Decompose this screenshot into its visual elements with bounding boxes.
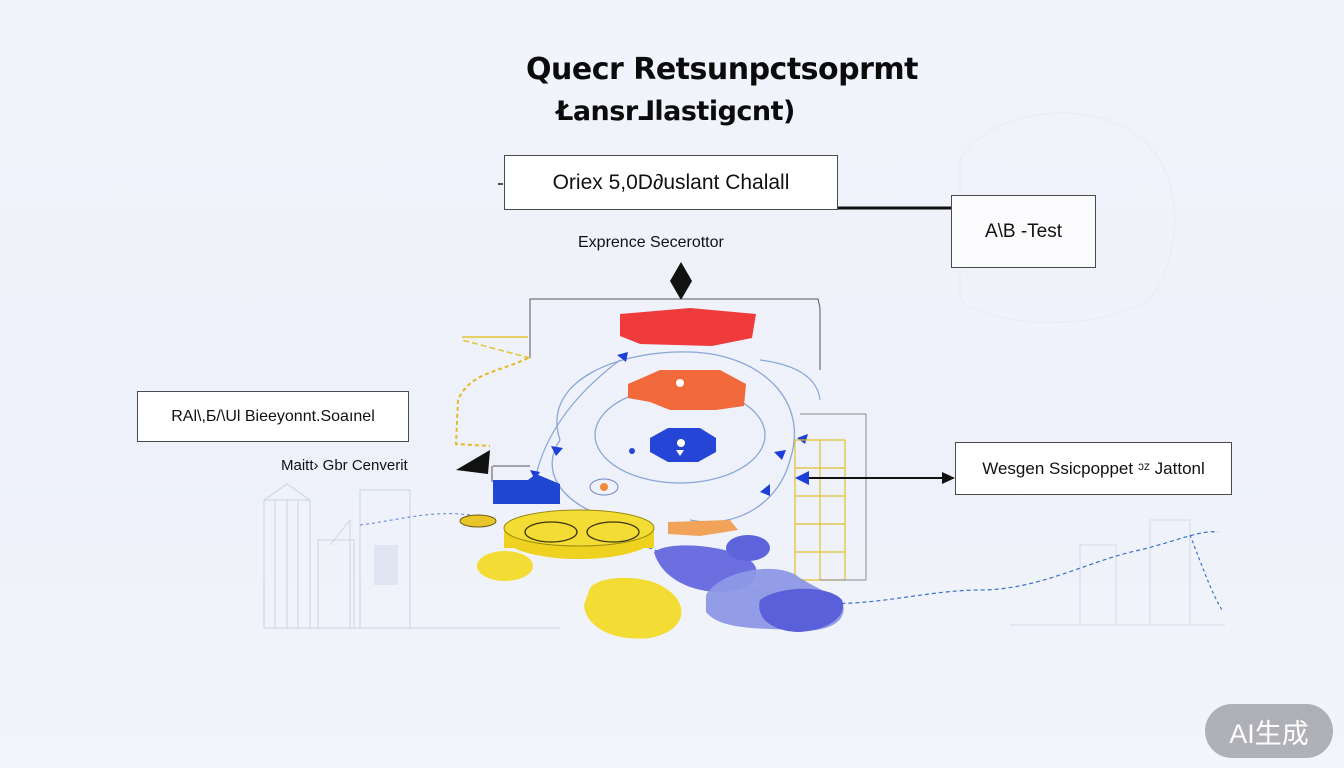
left-label-box: RAl\,Б/\Ul Bieeyonnt.Soaınel [137, 391, 409, 442]
orbit-arrow-4 [774, 450, 786, 460]
diagram-title: Quecr Retsunpctsoprmt [525, 52, 919, 87]
orbit-arrow-5 [760, 484, 770, 496]
wave-line-right-drop [1189, 534, 1223, 611]
right-scaffold [794, 439, 846, 581]
red-disc [620, 308, 756, 346]
right-label-box: Wesgen Ssicpoppet ᵓᶻ Jattonl [955, 442, 1232, 495]
orange-blob [668, 520, 738, 536]
blue-house-block [493, 474, 560, 504]
match-convert-label: Maitt› Gbr Cenverit [281, 457, 408, 474]
background-city-right [959, 112, 1225, 626]
ai-generated-badge: AI生成 [1205, 704, 1333, 758]
arrow-left-icon [456, 450, 490, 474]
orbit-arrow-2 [551, 446, 563, 456]
ab-test-box: A\B -Test [951, 195, 1096, 268]
orange-disc [628, 370, 746, 410]
background-city-left [263, 483, 560, 629]
orbit-arrow-3 [797, 434, 808, 444]
chart-box: Oriex 5,0D∂uslant Chalall [504, 155, 838, 210]
yellow-connector-left [454, 357, 529, 447]
experience-selector-label: Exprence Secerottor [578, 234, 724, 251]
main-frame [529, 298, 821, 370]
coin-stack [459, 509, 682, 639]
diamond-icon [670, 262, 692, 300]
diagram-subtitle: Łansr⅃lastigcnt) [556, 96, 795, 127]
orbit-arrow-1 [617, 352, 628, 362]
wave-line-left [359, 513, 471, 526]
purple-blobs [654, 535, 844, 632]
orbit-outer [556, 351, 796, 523]
orange-node [589, 478, 619, 496]
